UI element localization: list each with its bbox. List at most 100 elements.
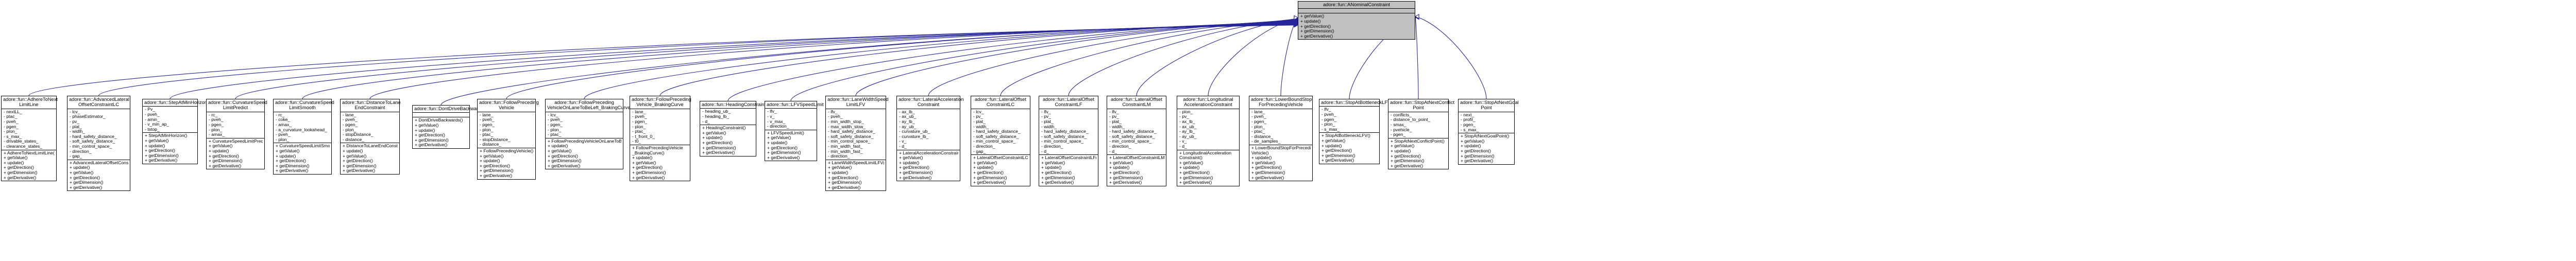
inheritance-arrowhead (1294, 22, 1299, 27)
member-line: + getValue() (632, 160, 656, 165)
member-line: - pveh_ (828, 114, 843, 119)
member-line: - plon_ (548, 127, 562, 132)
member-line: - pgen_ (548, 123, 563, 127)
member-line: - lfv_ (828, 109, 838, 114)
class-node[interactable]: adore::fun::HeadingConstraint- heading_u… (700, 101, 766, 156)
member-line: - gap_ (973, 149, 986, 154)
inheritance-arrowhead (1294, 22, 1299, 27)
inheritance-edge (727, 21, 1298, 101)
inheritance-edge (584, 21, 1298, 99)
member-line: - stopDistance_ (343, 132, 374, 137)
member-line: - clearance_states_ (4, 144, 42, 149)
member-line: + getDerivative() (1461, 159, 1494, 164)
class-node[interactable]: adore::fun::FollowPreceding Vehicle_Brak… (630, 96, 691, 182)
member-line: - pveh_ (480, 117, 495, 123)
member-line: - soft_safety_distance_ (1041, 134, 1087, 139)
member-line: - pveh_ (1251, 114, 1266, 119)
member-line: + getDimension() (973, 175, 1007, 180)
class-attributes: - conflicts_- distance_to_point_- smax_-… (1388, 112, 1448, 138)
class-attributes: - lane_- pveh_- pgen_- plon_- ptac_- t_f… (630, 109, 690, 145)
class-node[interactable]: adore::fun::AdhereToNext LimitLine- next… (1, 96, 58, 182)
class-node[interactable]: adore::fun::LFVSpeedLimit- lfv_- v_- v_m… (765, 101, 824, 162)
member-line: - pgen_ (1461, 123, 1476, 127)
member-line: + update() (1041, 165, 1062, 170)
member-line: + getValue() (415, 123, 439, 128)
member-line: - ptac_ (480, 132, 494, 137)
member-line: + getDerivative() (702, 150, 735, 155)
member-line: + getDerivative() (548, 163, 581, 168)
member-line: - ax_ub_ (1179, 124, 1197, 129)
inheritance-edge (1208, 18, 1298, 96)
member-line: - ay_lb_ (1179, 129, 1195, 134)
class-node-root[interactable]: adore::fun::ANominalConstraint+ getValue… (1298, 1, 1415, 40)
member-line: - lfv_ (1109, 109, 1119, 114)
class-node[interactable]: adore::fun::LateralOffset ConstraintLC- … (971, 96, 1030, 186)
class-node[interactable]: adore::fun::DontDriveBackwards+ DontDriv… (412, 105, 483, 149)
member-line: - lfv_ (1321, 107, 1331, 112)
member-line: + getDirection() (899, 165, 929, 170)
member-line: - amax_ (209, 132, 225, 137)
member-line: - next_ (1461, 112, 1475, 117)
member-line: - pveh_ (209, 117, 224, 123)
member-line: + getDerivative() (828, 185, 861, 190)
class-node[interactable]: adore::fun::FollowPreceding VehicleOnLan… (545, 99, 630, 170)
member-line: + update() (632, 155, 653, 161)
class-node[interactable]: adore::fun::StopAtNextGoal Point- next_-… (1458, 99, 1519, 165)
member-line: - s_max_ (1461, 127, 1479, 132)
member-line: + getValue() (1251, 160, 1276, 165)
member-line: + update() (415, 128, 435, 133)
member-line: + getValue() (973, 160, 997, 165)
inheritance-arrowhead (1294, 15, 1299, 21)
class-node[interactable]: adore::fun::StepAtMinHorizon- Pv_- pveh_… (142, 99, 207, 164)
member-line: Constraint() (1179, 155, 1202, 161)
class-node[interactable]: adore::fun::CurvatureSpeed LimitSmooth- … (273, 99, 334, 175)
member-line: + DontDriveBackwards() (415, 118, 463, 123)
class-attributes: - lane_- pveh_- pgen_- plon_- stopDistan… (341, 112, 399, 144)
member-line: - min_control_space_ (828, 139, 871, 144)
class-attributes: - lfv_- pv_- plat_- width_- hard_safety_… (1107, 109, 1166, 155)
member-line: + update() (767, 140, 788, 145)
class-node[interactable]: adore::fun::LowerBoundStop ForPrecedingV… (1249, 96, 1313, 182)
member-line: + getDirection() (548, 153, 578, 159)
class-node[interactable]: adore::fun::FollowPreceding Vehicle- lan… (477, 99, 539, 180)
member-line: - pgen_ (1321, 117, 1337, 122)
member-line: - direction_ (70, 149, 92, 154)
member-line: - min_control_space_ (70, 144, 112, 149)
inheritance-edge (1136, 18, 1298, 96)
member-line: + getDerivative() (632, 175, 665, 180)
class-node[interactable]: adore::fun::LateralOffset ConstraintLM- … (1107, 96, 1166, 186)
class-node[interactable]: adore::fun::LateralAcceleration Constrai… (896, 96, 964, 182)
member-line: - lcv_ (548, 112, 558, 117)
class-node[interactable]: adore::fun::DistanceToLane EndConstraint… (340, 99, 401, 175)
class-node[interactable]: adore::fun::CurvatureSpeed LimitPredict-… (206, 99, 267, 170)
class-node[interactable]: adore::fun::Longitudinal AccelerationCon… (1177, 96, 1240, 186)
member-line: + getDirection() (1251, 165, 1282, 170)
class-title: adore::fun::FollowPreceding VehicleOnLan… (546, 99, 630, 112)
member-line: - nextLL_ (4, 109, 22, 114)
member-line: - ax_lb_ (1179, 119, 1195, 124)
member-line: + update() (343, 148, 363, 153)
class-title: adore::fun::FollowPreceding Vehicle (478, 99, 539, 112)
inheritance-edge (369, 23, 1298, 99)
class-node[interactable]: adore::fun::AdvancedLateral OffsetConstr… (67, 96, 130, 192)
member-line: + update() (548, 144, 568, 149)
class-node[interactable]: adore::fun::StopAtNextConflict Point- co… (1388, 99, 1454, 170)
member-line: + getDimension() (1321, 153, 1355, 158)
member-line: + update() (1179, 165, 1200, 170)
class-title: adore::fun::FollowPreceding Vehicle_Brak… (630, 96, 691, 109)
member-line: - pgen_ (4, 124, 19, 129)
class-node[interactable]: adore::fun::LaneWidthSpeed LimitLFV- lfv… (825, 96, 888, 192)
class-operations: + StopAtNextGoalPoint()+ getValue()+ upd… (1459, 133, 1514, 164)
member-line: + getDerivative() (70, 185, 103, 190)
class-node[interactable]: adore::fun::LateralOffset ConstraintLF- … (1039, 96, 1098, 186)
member-line: - pgen_ (1391, 132, 1406, 137)
member-line: + getDimension() (1300, 29, 1334, 34)
member-line: + getDirection() (1109, 170, 1140, 175)
member-line: + update() (209, 148, 229, 153)
member-line: - stopDistance_ (480, 137, 511, 142)
member-line: Vehicle() (1251, 150, 1269, 155)
member-line: + getValue() (1300, 14, 1325, 19)
member-line: + getDerivative() (343, 168, 376, 173)
member-line: - hard_safety_distance_ (1041, 129, 1089, 134)
class-node[interactable]: adore::fun::StopAtBottleneckLFV- lfv_- p… (1319, 99, 1391, 164)
